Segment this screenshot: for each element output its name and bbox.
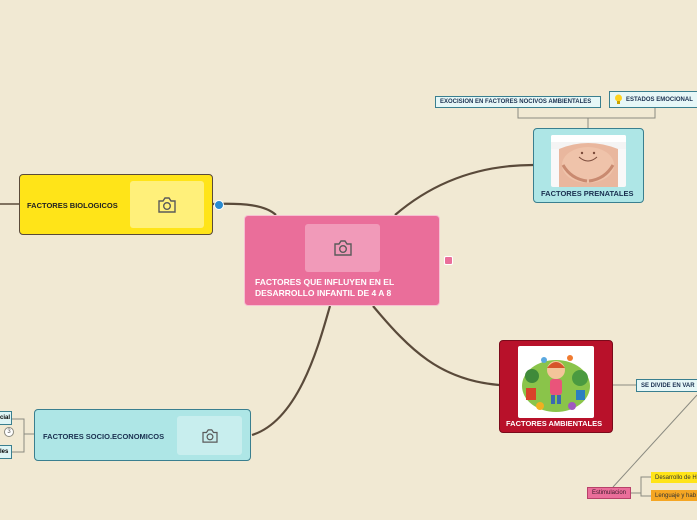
prenatales-child-estados[interactable]: ESTADOS EMOCIONAL — [609, 91, 697, 108]
central-title-line2: DESARROLLO INFANTIL DE 4 A 8 — [255, 288, 392, 298]
camera-icon — [333, 240, 352, 256]
socio-child-2[interactable]: les — [0, 445, 12, 459]
prenatales-child-2-label: ESTADOS EMOCIONAL — [626, 96, 693, 103]
link-icon[interactable] — [214, 200, 224, 210]
stimulation-node[interactable]: Estimulacion — [587, 487, 631, 499]
stimulation-label: Estimulacion — [592, 490, 627, 496]
ambientales-child-divide[interactable]: SE DIVIDE EN VAR — [636, 379, 697, 392]
central-title-line1: FACTORES QUE INFLUYEN EN EL — [255, 277, 395, 287]
lightbulb-icon — [615, 94, 622, 104]
stim-child-1-label: Desarrollo de H — [655, 474, 697, 481]
pregnancy-image — [551, 135, 626, 187]
node-factores-biologicos[interactable]: FACTORES BIOLOGICOS — [19, 174, 213, 235]
ambientales-child-1-label: SE DIVIDE EN VAR — [641, 382, 695, 389]
prenatales-label: FACTORES PRENATALES — [541, 189, 634, 198]
socio-label: FACTORES SOCIO.ECONOMICOS — [43, 432, 165, 441]
prenatales-child-1-label: EXOCISION EN FACTORES NOCIVOS AMBIENTALE… — [440, 99, 592, 105]
camera-icon — [201, 428, 218, 443]
stimulation-child-lenguaje[interactable]: Lenguaje y hab — [651, 490, 697, 501]
node-factores-socioeconomicos[interactable]: FACTORES SOCIO.ECONOMICOS — [34, 409, 251, 461]
node-factores-prenatales[interactable]: FACTORES PRENATALES — [533, 128, 644, 203]
biologicos-label: FACTORES BIOLOGICOS — [27, 201, 118, 210]
central-image-placeholder — [305, 224, 380, 272]
camera-icon — [158, 196, 176, 213]
stimulation-child-desarrollo[interactable]: Desarrollo de H — [651, 472, 697, 483]
socio-image-placeholder — [177, 416, 242, 455]
socio-child-1[interactable]: cial — [0, 411, 12, 425]
biologicos-image-placeholder — [130, 181, 204, 228]
central-topic[interactable]: FACTORES QUE INFLUYEN EN EL DESARROLLO I… — [244, 215, 440, 306]
environment-image — [518, 346, 594, 418]
collapse-count-badge[interactable]: 3 — [4, 427, 14, 437]
prenatales-child-exocision[interactable]: EXOCISION EN FACTORES NOCIVOS AMBIENTALE… — [435, 96, 601, 108]
socio-child-1-label: cial — [0, 415, 11, 421]
node-factores-ambientales[interactable]: FACTORES AMBIENTALES — [499, 340, 613, 433]
ambientales-label: FACTORES AMBIENTALES — [506, 419, 603, 428]
note-icon[interactable] — [444, 256, 453, 265]
socio-child-2-label: les — [0, 449, 9, 455]
stim-child-2-label: Lenguaje y hab — [655, 492, 697, 499]
